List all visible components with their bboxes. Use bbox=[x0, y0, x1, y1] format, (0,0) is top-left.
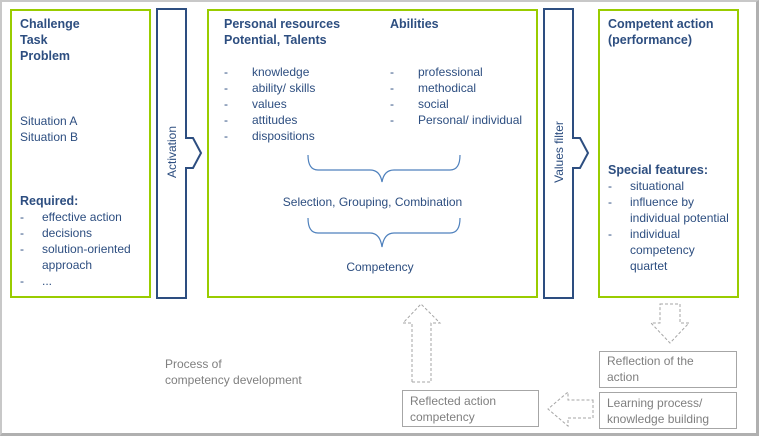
heading-line: Task bbox=[20, 33, 48, 47]
left-arrow bbox=[547, 390, 594, 428]
challenge-heading: Challenge Task Problem bbox=[20, 16, 80, 64]
heading-line: (performance) bbox=[608, 33, 693, 47]
resource-item: attitudes bbox=[224, 112, 315, 128]
label-line: competency bbox=[410, 410, 475, 424]
reflected-label: Reflected action competency bbox=[410, 393, 496, 425]
required-item: effective action bbox=[20, 209, 162, 225]
resource-item: values bbox=[224, 96, 315, 112]
abilities-list: professional methodical social Personal/… bbox=[390, 64, 522, 128]
reflected-box bbox=[402, 390, 539, 427]
competency-label: Competency bbox=[346, 260, 414, 274]
situation-b: Situation B bbox=[20, 130, 79, 144]
activation-arrow bbox=[156, 8, 203, 299]
competent-action-heading: Competent action (performance) bbox=[608, 16, 714, 48]
special-features: Special features: situational influence … bbox=[608, 162, 738, 274]
abilities-heading: Abilities bbox=[390, 17, 439, 31]
down-arrow bbox=[649, 303, 691, 344]
selection-label: Selection, Grouping, Combination bbox=[282, 195, 463, 209]
situations: Situation A Situation B bbox=[20, 113, 78, 145]
required-item: solution-oriented approach bbox=[20, 241, 162, 273]
heading-line: Potential, Talents bbox=[224, 33, 327, 47]
special-item: situational bbox=[608, 178, 738, 194]
required-section: Required: effective action decisions sol… bbox=[20, 193, 162, 289]
special-item: individual competency quartet bbox=[608, 226, 720, 274]
learning-label: Learning process/ knowledge building bbox=[607, 395, 709, 427]
brace-top bbox=[307, 154, 461, 183]
up-arrow bbox=[401, 303, 442, 383]
process-label: Process of competency development bbox=[165, 356, 302, 388]
ability-item: social bbox=[390, 96, 522, 112]
heading-line: Personal resources bbox=[224, 17, 341, 31]
required-item: decisions bbox=[20, 225, 162, 241]
resources-list: knowledge ability/ skills values attitud… bbox=[224, 64, 315, 144]
resource-item: knowledge bbox=[224, 64, 315, 80]
label-line: Learning process/ bbox=[607, 396, 703, 410]
values-filter-arrow bbox=[543, 8, 590, 299]
ability-item: professional bbox=[390, 64, 522, 80]
personal-resources-box bbox=[207, 9, 538, 298]
process-line: competency development bbox=[165, 373, 302, 387]
label-line: action bbox=[607, 370, 640, 384]
label-line: knowledge building bbox=[607, 412, 710, 426]
resource-item: ability/ skills bbox=[224, 80, 315, 96]
heading-line: Challenge bbox=[20, 17, 80, 31]
heading-line: Competent action bbox=[608, 17, 714, 31]
process-line: Process of bbox=[165, 357, 222, 371]
ability-item: Personal/ individual bbox=[390, 112, 522, 128]
reflection-label: Reflection of the action bbox=[607, 353, 694, 385]
label-line: Reflected action bbox=[410, 394, 497, 408]
label-line: Reflection of the bbox=[607, 354, 694, 368]
brace-bottom bbox=[307, 217, 461, 248]
heading-line: Problem bbox=[20, 49, 71, 63]
learning-box bbox=[599, 392, 737, 429]
situation-a: Situation A bbox=[20, 114, 78, 128]
special-label: Special features: bbox=[608, 163, 709, 177]
required-item: ... bbox=[20, 273, 162, 289]
values-filter-label: Values filter bbox=[552, 121, 566, 183]
resource-item: dispositions bbox=[224, 128, 315, 144]
required-label: Required: bbox=[20, 194, 79, 208]
special-item: influence by individual potential bbox=[608, 194, 738, 226]
ability-item: methodical bbox=[390, 80, 522, 96]
resources-heading: Personal resources Potential, Talents bbox=[224, 16, 340, 48]
reflection-box bbox=[599, 351, 737, 388]
activation-label: Activation bbox=[165, 125, 179, 179]
